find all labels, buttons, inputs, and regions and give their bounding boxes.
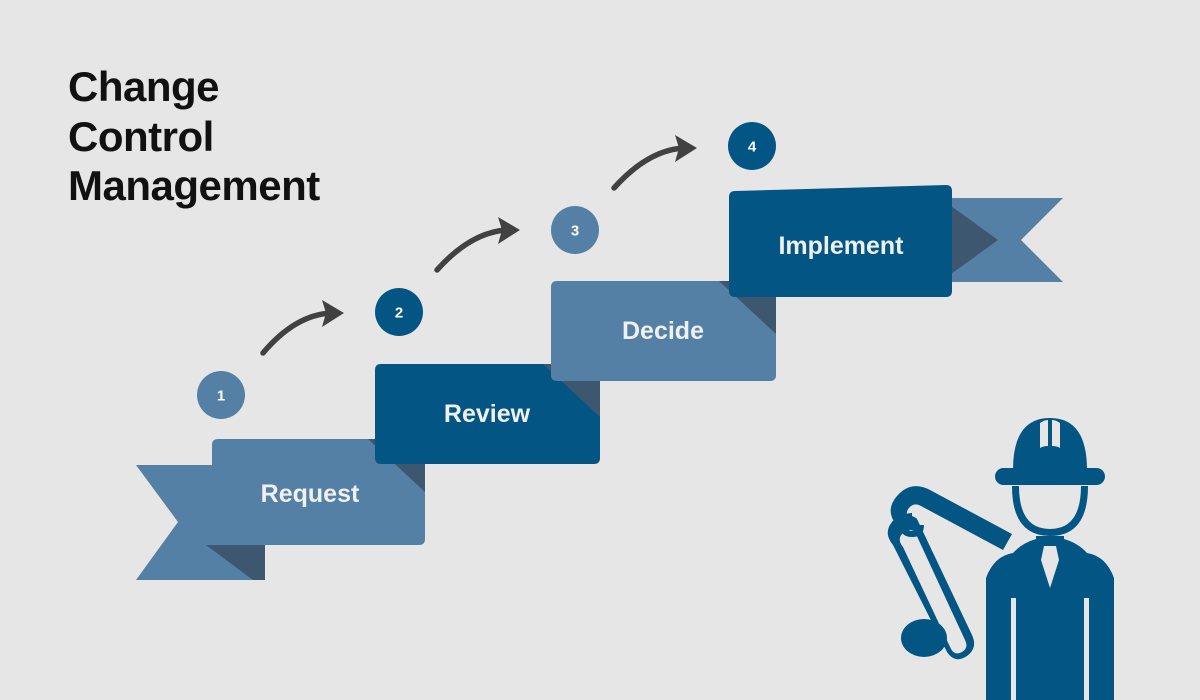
page-title: Change Control Management <box>68 63 320 210</box>
step-3-circle <box>551 206 599 254</box>
arrow-step2-to-step3 <box>434 217 520 273</box>
step-2-body <box>375 364 600 464</box>
step-1-label: Request <box>261 480 360 508</box>
step-2-label: Review <box>444 400 531 428</box>
step-1-fold-shadow <box>206 545 265 580</box>
step-3-body <box>551 281 776 381</box>
step-1-ribbon[interactable]: Request <box>136 439 425 580</box>
step-3-label: Decide <box>622 317 704 345</box>
step-4-label: Implement <box>778 232 904 260</box>
step-4-number: 4 <box>748 139 757 156</box>
step-2-number-badge[interactable]: 2 <box>375 288 423 336</box>
step-4-ribbon[interactable]: Implement <box>729 185 1063 297</box>
step-3-number: 3 <box>571 223 579 240</box>
step-2-number: 2 <box>395 305 403 322</box>
step-2-circle <box>375 288 423 336</box>
step-1-circle <box>197 371 245 419</box>
arrow-step1-to-step2 <box>260 300 344 356</box>
engineer-with-blueprint-icon <box>887 418 1114 700</box>
step-4-number-badge[interactable]: 4 <box>728 122 776 170</box>
step-3-number-badge[interactable]: 3 <box>551 206 599 254</box>
step-1-number: 1 <box>217 388 225 405</box>
step-4-tail-fold-shadow <box>940 198 998 282</box>
step-1-body <box>212 439 425 545</box>
step-4-circle <box>728 122 776 170</box>
step-4-body <box>729 185 952 297</box>
arrow-step3-to-step4 <box>611 135 697 191</box>
step-1-number-badge[interactable]: 1 <box>197 371 245 419</box>
